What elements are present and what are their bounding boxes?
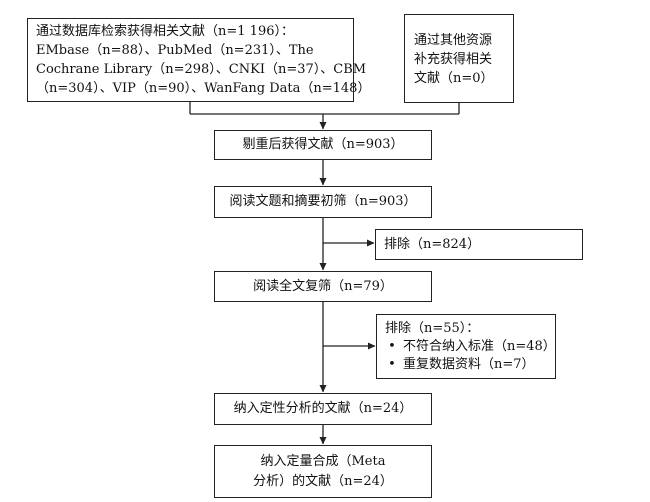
- database-search-line-1: 通过数据库检索获得相关文献（n=1 196）：: [36, 24, 294, 39]
- other-sources-box: 通过其他资源 补充获得相关 文献（n=0）: [404, 14, 514, 103]
- database-search-line-3: Cochrane Library（n=298）、CNKI（n=37）、CBM: [36, 62, 367, 77]
- database-search-line-2: EMbase（n=88）、PubMed（n=231）、The: [36, 43, 314, 58]
- fulltext-screening-box: 阅读全文复筛（n=79）: [214, 271, 432, 302]
- exclusion-box-2: 排除（n=55）： 不符合纳入标准（n=48） 重复数据资料（n=7）: [376, 314, 556, 379]
- qualitative-analysis-text: 纳入定性分析的文献（n=24）: [233, 401, 413, 416]
- exclusion-2-heading: 排除（n=55）：: [385, 321, 480, 336]
- qualitative-analysis-box: 纳入定性分析的文献（n=24）: [214, 393, 432, 425]
- database-search-box: 通过数据库检索获得相关文献（n=1 196）： EMbase（n=88）、Pub…: [27, 18, 371, 102]
- meta-analysis-box: 纳入定量合成（Meta 分析）的文献（n=24）: [214, 445, 432, 498]
- exclusion-1-text: 排除（n=824）: [384, 237, 481, 252]
- meta-analysis-line-1: 纳入定量合成（Meta: [260, 453, 386, 469]
- other-sources-line-2: 补充获得相关: [414, 52, 493, 67]
- title-abstract-screening-box: 阅读文题和摘要初筛（n=903）: [214, 186, 432, 218]
- other-sources-line-3: 文献（n=0）: [414, 71, 494, 86]
- deduplication-box: 剔重后获得文献（n=903）: [214, 130, 432, 160]
- database-search-line-4: （n=304）、VIP（n=90）、WanFang Data（n=148）: [36, 81, 371, 96]
- exclusion-reason-1: 不符合纳入标准（n=48）: [385, 338, 556, 356]
- fulltext-screening-text: 阅读全文复筛（n=79）: [253, 278, 393, 294]
- deduplication-text: 剔重后获得文献（n=903）: [242, 137, 404, 152]
- title-abstract-screening-text: 阅读文题和摘要初筛（n=903）: [229, 194, 417, 209]
- other-sources-line-1: 通过其他资源: [414, 33, 493, 48]
- exclusion-box-1: 排除（n=824）: [375, 229, 583, 260]
- exclusion-reason-2: 重复数据资料（n=7）: [385, 356, 547, 374]
- meta-analysis-line-2: 分析）的文献（n=24）: [253, 473, 393, 489]
